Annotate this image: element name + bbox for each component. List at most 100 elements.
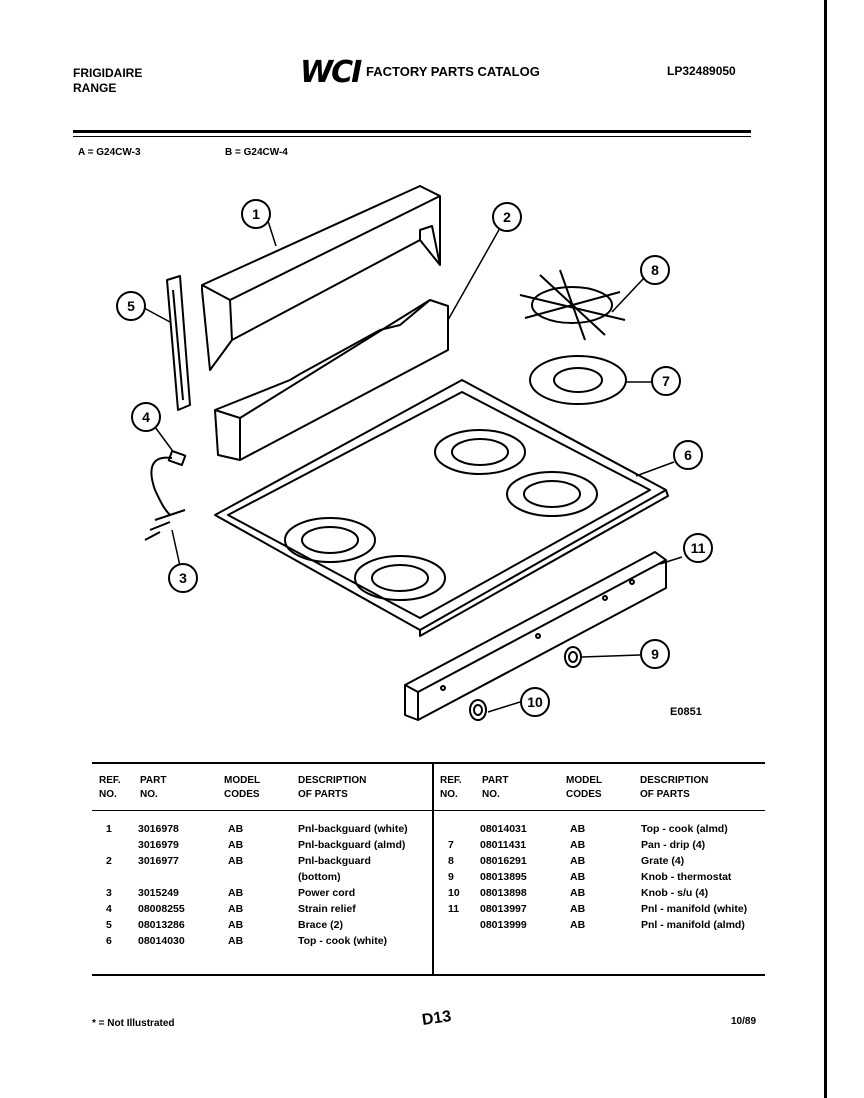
table-cell-desc: Pan - drip (4) [641, 839, 706, 851]
table-cell-part: 3016977 [138, 855, 179, 867]
page-frame [824, 0, 827, 1098]
table-cell-ref: 11 [448, 903, 460, 915]
table-cell-model: AB [570, 871, 586, 883]
table-cell-ref: 7 [448, 839, 454, 851]
table-cell-model: AB [570, 823, 586, 835]
table-cell-desc: Power cord [298, 887, 356, 899]
table-cell-part: 08011431 [480, 839, 527, 851]
header-model-left: MODEL CODES [224, 775, 261, 800]
table-cell-part: 08013999 [480, 919, 527, 931]
table-cell-part: 08013898 [480, 887, 527, 899]
callout-5: 5 [127, 298, 135, 314]
table-cell-part: 3016978 [138, 823, 179, 835]
table-cell-model: AB [570, 855, 586, 867]
table-cell-model: AB [228, 855, 244, 867]
table-cell-model: AB [228, 919, 244, 931]
table-cell-part: 08013997 [480, 903, 527, 915]
part-cooktop [214, 379, 669, 637]
table-cell-model: AB [228, 839, 244, 851]
catalog-title: FACTORY PARTS CATALOG [366, 64, 540, 79]
table-cell-desc: Pnl - manifold (white) [641, 903, 748, 915]
part-strain-relief [167, 449, 187, 467]
table-cell-desc: Grate (4) [641, 855, 685, 867]
part-knob-surface [469, 699, 487, 721]
table-cell-desc: Strain relief [298, 903, 356, 915]
model-code-b: B = G24CW-4 [225, 147, 288, 158]
table-cell-part: 08008255 [138, 903, 185, 915]
table-cell-desc: Pnl - manifold (almd) [641, 919, 745, 931]
callout-11: 11 [691, 540, 706, 556]
table-cell-part: 08014031 [480, 823, 527, 835]
table-cell-part: 3015249 [138, 887, 179, 899]
header-rule [73, 130, 751, 133]
catalog-number: LP32489050 [667, 64, 736, 78]
header-desc-right: DESCRIPTION OF PARTS [640, 775, 709, 800]
table-cell-model: AB [228, 935, 244, 947]
header-rule-thin [73, 136, 751, 137]
product-type: RANGE [73, 81, 117, 95]
part-backguard-upper [201, 185, 441, 371]
figure-code: E0851 [670, 706, 702, 718]
table-rule-top [92, 762, 765, 764]
table-cell-desc: Knob - s/u (4) [641, 887, 709, 899]
callout-6: 6 [684, 447, 692, 463]
table-cell-desc: Brace (2) [298, 919, 343, 931]
table-cell-model: AB [228, 887, 244, 899]
header-part-left: PART NO. [140, 775, 167, 800]
callout-8: 8 [651, 262, 659, 278]
header-ref-right: REF. NO. [440, 775, 462, 800]
table-cell-part: 3016979 [138, 839, 179, 851]
table-cell-ref: 10 [448, 887, 460, 899]
table-cell-ref: 5 [106, 919, 112, 931]
callout-3: 3 [179, 570, 187, 586]
callout-7: 7 [662, 373, 670, 389]
part-knob-thermostat [564, 646, 582, 668]
callout-9: 9 [651, 646, 659, 662]
header-model-right: MODEL CODES [566, 775, 603, 800]
callout-1: 1 [252, 206, 260, 222]
table-cell-desc: Top - cook (almd) [641, 823, 728, 835]
callout-2: 2 [503, 209, 511, 225]
table-cell-desc: Pnl-backguard (almd) [298, 839, 406, 851]
table-cell-desc: Pnl-backguard [298, 855, 371, 867]
table-cell-model: AB [228, 823, 244, 835]
table-cell-model: AB [570, 887, 586, 899]
exploded-parts-diagram: 1 2 3 4 5 6 7 8 9 10 11 [116, 185, 713, 721]
revision-date: 10/89 [731, 1016, 757, 1027]
table-cell-desc: Pnl-backguard (white) [298, 823, 408, 835]
table-cell-ref: 2 [106, 855, 112, 867]
table-cell-ref: 3 [106, 887, 112, 899]
table-column-divider [432, 763, 434, 975]
table-cell-desc: (bottom) [298, 871, 341, 883]
part-backguard-lower [214, 299, 449, 461]
table-cell-part: 08016291 [480, 855, 527, 867]
part-grate [519, 269, 626, 341]
header-part-right: PART NO. [482, 775, 509, 800]
part-power-cord [144, 456, 186, 541]
table-cell-ref: 1 [106, 823, 112, 835]
callout-leaders [143, 220, 683, 713]
header-ref-left: REF. NO. [99, 775, 121, 800]
footnote: * = Not Illustrated [92, 1018, 175, 1029]
table-cell-model: AB [570, 903, 586, 915]
table-cell-desc: Top - cook (white) [298, 935, 388, 947]
part-brace [166, 275, 191, 411]
table-cell-ref: 9 [448, 871, 454, 883]
table-cell-model: AB [570, 839, 586, 851]
brand-name: FRIGIDAIRE [73, 66, 143, 80]
table-cell-ref: 8 [448, 855, 454, 867]
callout-4: 4 [142, 409, 150, 425]
part-drip-pan [529, 355, 627, 405]
table-cell-ref: 6 [106, 935, 112, 947]
table-rule-header [92, 810, 765, 811]
part-manifold-panel [404, 551, 667, 721]
header-desc-left: DESCRIPTION OF PARTS [298, 775, 367, 800]
wci-logo: WCI [300, 55, 362, 90]
model-code-a: A = G24CW-3 [78, 147, 141, 158]
table-cell-model: AB [570, 919, 586, 931]
table-rule-bottom [92, 974, 765, 976]
table-cell-model: AB [228, 903, 244, 915]
callout-circles [116, 199, 713, 717]
table-cell-part: 08013895 [480, 871, 527, 883]
callout-10: 10 [527, 694, 543, 710]
